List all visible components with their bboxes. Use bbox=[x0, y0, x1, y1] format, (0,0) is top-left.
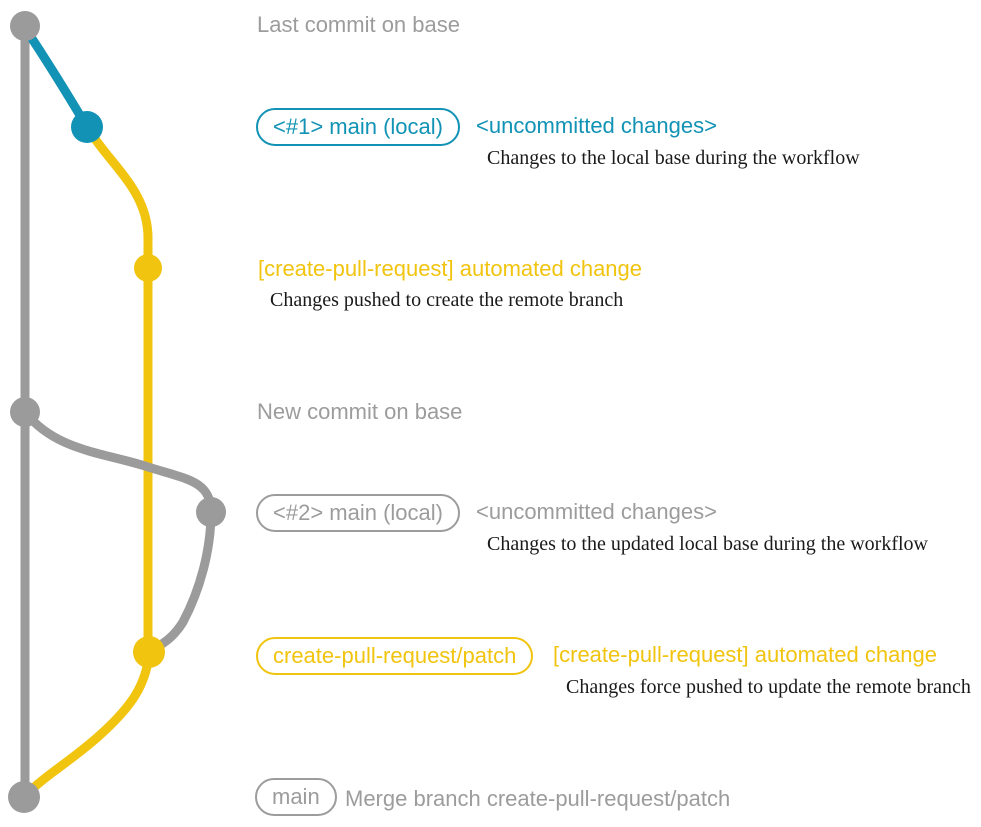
last-commit-label: Last commit on base bbox=[257, 12, 460, 37]
branch1-badge: <#1> main (local) bbox=[256, 108, 460, 146]
commit-dot-new-base bbox=[10, 397, 40, 427]
merge-badge: main bbox=[255, 778, 337, 816]
push2-description: Changes force pushed to update the remot… bbox=[566, 676, 971, 698]
push1-title: [create-pull-request] automated change bbox=[258, 256, 643, 281]
commit-dot-automated-change-2 bbox=[133, 636, 165, 668]
branch2-description: Changes to the updated local base during… bbox=[487, 533, 928, 555]
branch1-description: Changes to the local base during the wor… bbox=[487, 147, 860, 169]
remote-branch-line bbox=[82, 122, 153, 657]
rebase-in-edge bbox=[144, 507, 216, 657]
rebase-out-edge bbox=[20, 407, 216, 517]
branch2-badge: <#2> main (local) bbox=[256, 494, 460, 532]
branch2-title: <uncommitted changes> bbox=[476, 499, 717, 524]
new-commit-label: New commit on base bbox=[257, 399, 463, 424]
branch1-title: <uncommitted changes> bbox=[476, 113, 717, 138]
commit-dot-last-base bbox=[10, 11, 40, 41]
git-graph bbox=[8, 11, 226, 813]
merge-edge bbox=[19, 647, 154, 802]
commit-dot-local-main-2 bbox=[196, 497, 226, 527]
push2-title: [create-pull-request] automated change bbox=[553, 642, 938, 667]
push2-badge: create-pull-request/patch bbox=[256, 637, 534, 675]
local-main-1-edge bbox=[20, 23, 92, 132]
commit-dot-automated-change-1 bbox=[134, 254, 162, 282]
commit-dot-local-main-1 bbox=[71, 111, 103, 143]
commit-dot-merge bbox=[8, 781, 40, 813]
push1-description: Changes pushed to create the remote bran… bbox=[270, 289, 624, 311]
merge-label: Merge branch create-pull-request/patch bbox=[345, 786, 731, 811]
